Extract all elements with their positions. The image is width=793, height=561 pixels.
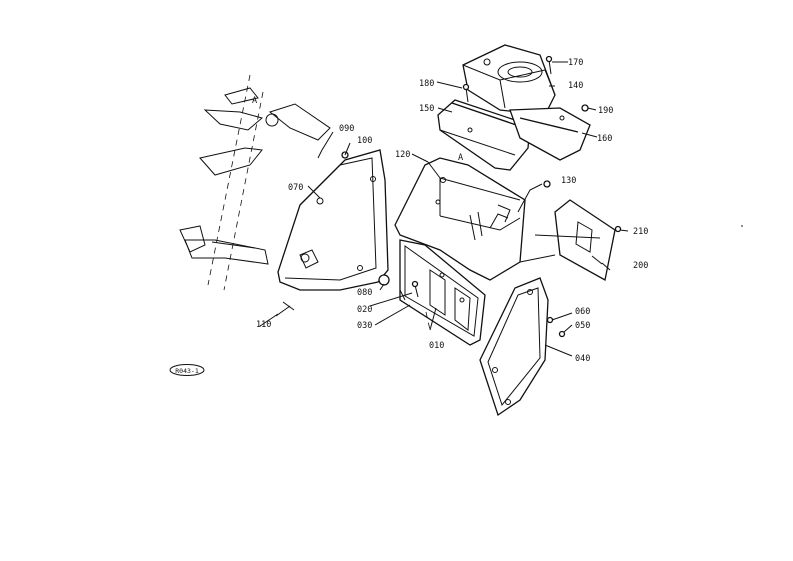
label-010: 010	[429, 341, 444, 351]
nut-130	[543, 180, 551, 188]
label-170: 170	[568, 58, 583, 68]
marker-a-top: A	[252, 96, 257, 106]
rear-plate-200	[554, 199, 622, 282]
label-210: 210	[633, 227, 648, 237]
lower-cover-160	[509, 107, 591, 161]
bolt-110	[275, 301, 295, 317]
label-130: 130	[561, 176, 576, 186]
label-020: 020	[357, 305, 372, 315]
left-cover-plate	[277, 149, 390, 291]
label-200: 200	[633, 261, 648, 271]
label-110: 110	[256, 320, 271, 330]
label-180: 180	[419, 79, 434, 89]
label-140: 140	[568, 81, 583, 91]
label-190: 190	[598, 106, 613, 116]
screw-190	[581, 104, 589, 112]
label-030: 030	[357, 321, 372, 331]
label-120: 120	[395, 150, 410, 160]
label-060: 060	[575, 307, 590, 317]
marker-a-left: A	[458, 153, 463, 163]
label-070: 070	[288, 183, 303, 193]
side-plate-040	[479, 277, 566, 417]
leader-lines	[259, 61, 629, 357]
label-090: 090	[339, 124, 354, 134]
label-100: 100	[357, 136, 372, 146]
edge-mark	[741, 225, 743, 227]
label-050: 050	[575, 321, 590, 331]
label-080: 080	[357, 288, 372, 298]
label-160: 160	[597, 134, 612, 144]
box-housing: A	[394, 153, 526, 346]
frame-assembly: A	[179, 74, 331, 291]
part-labels: 090 100 070 080 020 030 010 110 120 130 …	[256, 58, 648, 364]
label-040: 040	[575, 354, 590, 364]
label-150: 150	[419, 104, 434, 114]
lower-cover-150	[437, 99, 531, 171]
reference-badge-text: R043-1	[175, 367, 199, 375]
reference-badge: R043-1	[169, 364, 205, 376]
screw-180	[462, 83, 470, 103]
top-housing	[462, 44, 556, 116]
